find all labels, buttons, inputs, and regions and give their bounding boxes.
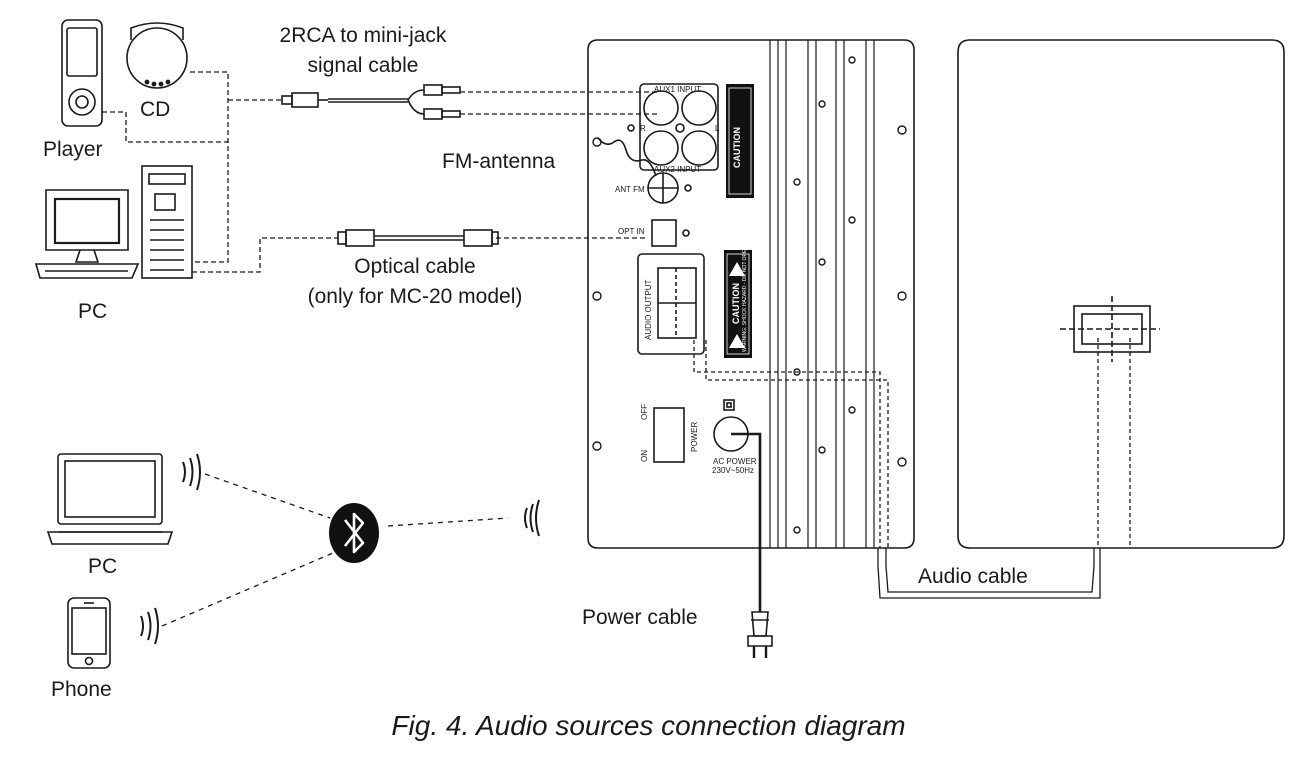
amplifier-panel xyxy=(587,39,915,549)
warning-text: WARNING: SHOCK HAZARD - DO NOT OPEN xyxy=(742,246,748,352)
mp3-player-icon xyxy=(61,19,103,127)
audio-output-label: AUDIO OUTPUT xyxy=(644,279,653,340)
caution-text-top: CAUTION xyxy=(732,127,742,168)
desktop-pc-icon xyxy=(34,165,193,279)
pc-wired-label: PC xyxy=(78,300,108,323)
speaker-input-terminal xyxy=(1060,296,1160,362)
optical-cable-label-line1: Optical cable xyxy=(354,255,476,278)
wired-connections xyxy=(102,71,660,273)
audio-output xyxy=(637,253,705,355)
heat-sink xyxy=(769,40,875,548)
power-switch-label: POWER xyxy=(690,421,699,452)
power-switch xyxy=(653,407,685,463)
caution-text-bottom: CAUTION xyxy=(731,283,741,324)
wireless-signal-icon xyxy=(140,453,540,645)
caution-label-bottom xyxy=(724,250,752,358)
ant-fm-label: ANT FM xyxy=(615,185,645,194)
panel-screws xyxy=(592,56,907,534)
r-label: R xyxy=(640,124,646,133)
on-label: ON xyxy=(640,450,649,462)
aux2-label: AUX2 INPUT xyxy=(654,165,702,174)
opt-in-label: OPT IN xyxy=(618,227,645,236)
optical-cable-label-line2: (only for MC-20 model) xyxy=(307,285,523,308)
aux1-label: AUX1 INPUT xyxy=(654,85,702,94)
ac-power-label: AC POWER xyxy=(713,457,757,466)
power-cable-label: Power cable xyxy=(582,606,698,629)
bluetooth-icon xyxy=(329,503,379,563)
rca-cable-label-line1: 2RCA to mini-jack xyxy=(279,24,447,47)
ac-rating-label: 230V~50Hz xyxy=(712,466,755,475)
caution-label-top xyxy=(726,84,754,198)
optical-cable xyxy=(337,229,499,247)
audio-cable xyxy=(693,338,1131,599)
ac-power-socket xyxy=(713,399,749,452)
laptop-icon xyxy=(46,453,174,545)
rca-cable-label-line2: signal cable xyxy=(307,54,419,77)
bluetooth-connections xyxy=(161,473,509,627)
cd-label: CD xyxy=(140,98,171,121)
pc-bluetooth-label: PC xyxy=(88,555,118,578)
l-label: L xyxy=(715,124,720,133)
fm-antenna-label: FM-antenna xyxy=(442,150,556,173)
audio-cable-label: Audio cable xyxy=(918,565,1028,588)
rca-cable xyxy=(281,84,461,120)
phone-label: Phone xyxy=(51,678,112,701)
power-plug-icon xyxy=(747,635,773,658)
smartphone-icon xyxy=(67,597,111,669)
player-label: Player xyxy=(43,138,103,161)
figure-caption: Fig. 4. Audio sources connection diagram xyxy=(391,710,906,741)
off-label: OFF xyxy=(640,404,649,420)
fm-antenna-connector xyxy=(597,137,692,204)
passive-speaker-panel xyxy=(957,39,1285,549)
optical-input xyxy=(651,219,690,247)
cd-player-icon xyxy=(126,22,188,89)
